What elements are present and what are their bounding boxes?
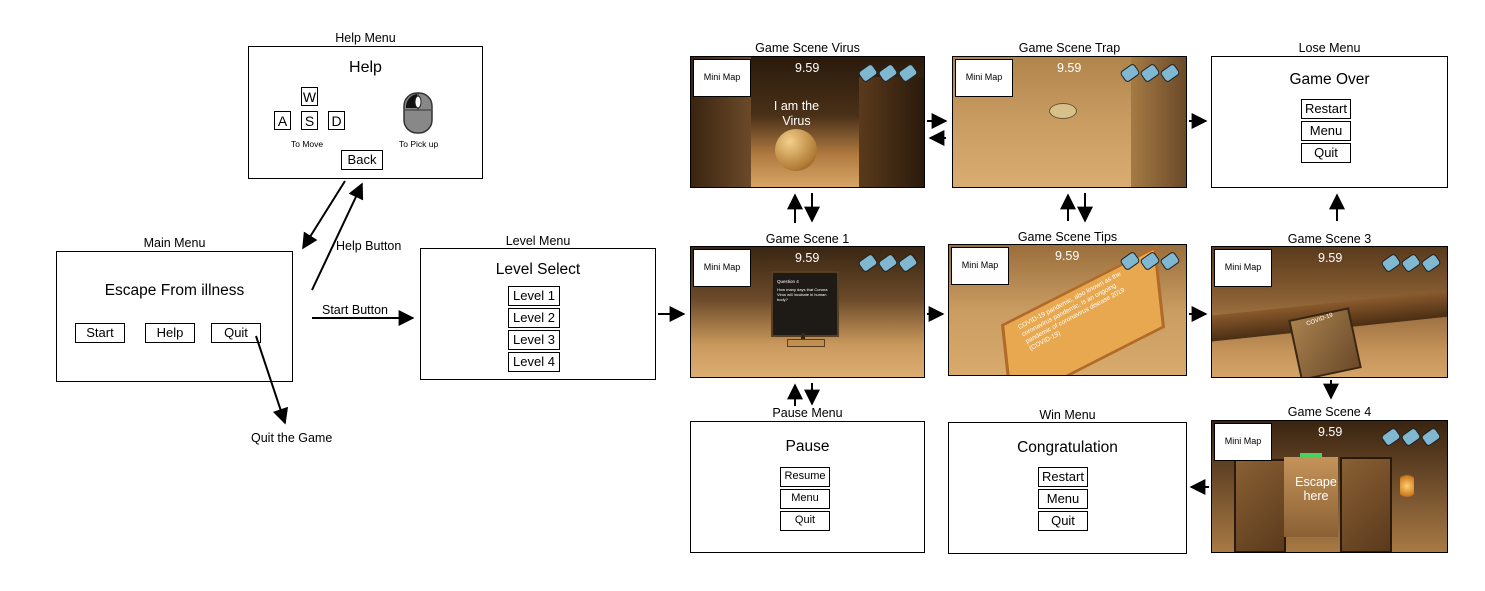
minimap-tips: Mini Map <box>951 247 1009 285</box>
lose-quit-button[interactable]: Quit <box>1301 143 1351 163</box>
pause-menu-panel: Pause Resume Menu Quit <box>690 421 925 553</box>
pause-menu-button[interactable]: Menu <box>780 489 830 509</box>
scene-trap-caption: Game Scene Trap <box>1018 41 1121 55</box>
mask-lives-icon <box>858 254 918 272</box>
timer-scene-3: 9.59 <box>1318 251 1343 265</box>
level-1-button[interactable]: Level 1 <box>508 286 560 306</box>
mask-lives-icon <box>1381 428 1441 446</box>
lose-menu-panel: Game Over Restart Menu Quit <box>1211 56 1448 188</box>
pickup-label: To Pick up <box>399 139 439 149</box>
back-button[interactable]: Back <box>341 150 383 170</box>
minimap-scene-1: Mini Map <box>693 249 751 287</box>
main-menu-panel: Escape From illness Start Help Quit <box>56 251 293 382</box>
help-button[interactable]: Help <box>145 323 195 343</box>
quit-game-label: Quit the Game <box>251 431 333 445</box>
level-menu-panel: Level Select Level 1 Level 2 Level 3 Lev… <box>420 248 656 380</box>
quit-button[interactable]: Quit <box>211 323 261 343</box>
escape-overlay-text: Escape here <box>1295 475 1337 503</box>
minimap-trap: Mini Map <box>955 59 1013 97</box>
win-menu-button[interactable]: Menu <box>1038 489 1088 509</box>
game-over-title: Game Over <box>1289 71 1370 88</box>
start-button-edge-label: Start Button <box>322 303 389 317</box>
mask-lives-icon <box>1381 254 1441 272</box>
win-menu-panel: Congratulation Restart Menu Quit <box>948 422 1187 554</box>
question-body: How many days that Corona Virus will inc… <box>777 287 828 302</box>
win-quit-button[interactable]: Quit <box>1038 511 1088 531</box>
help-button-edge-label: Help Button <box>336 239 402 253</box>
arrow-quit-to-exit <box>255 335 289 425</box>
minimap-virus: Mini Map <box>693 59 751 97</box>
minimap-scene-3: Mini Map <box>1214 249 1272 287</box>
main-menu-title: Escape From illness <box>104 282 245 299</box>
mouse-icon <box>403 92 433 134</box>
minimap-scene-4: Mini Map <box>1214 423 1272 461</box>
scene-4-caption: Game Scene 4 <box>1287 405 1372 419</box>
scene-virus-screenshot: Mini Map 9.59 I am the Virus <box>690 56 925 188</box>
scene-4-screenshot: Escape here Mini Map 9.59 <box>1211 420 1448 553</box>
mask-lives-icon <box>1120 252 1180 270</box>
timer-trap: 9.59 <box>1057 61 1082 75</box>
pause-menu-caption: Pause Menu <box>772 406 843 420</box>
level-select-title: Level Select <box>495 261 581 278</box>
pause-quit-button[interactable]: Quit <box>780 511 830 531</box>
lose-menu-button[interactable]: Menu <box>1301 121 1351 141</box>
mask-lives-icon <box>858 64 918 82</box>
mask-lives-icon <box>1120 64 1180 82</box>
help-title: Help <box>349 59 382 76</box>
scene-trap-screenshot: Mini Map 9.59 <box>952 56 1187 188</box>
scene-3-screenshot: COVID-19 Mini Map 9.59 <box>1211 246 1448 378</box>
start-button[interactable]: Start <box>75 323 125 343</box>
resume-button[interactable]: Resume <box>780 467 830 487</box>
key-a: A <box>274 111 291 130</box>
question-title: Question 4 <box>777 279 799 284</box>
level-menu-caption: Level Menu <box>505 234 571 248</box>
timer-scene-4: 9.59 <box>1318 425 1343 439</box>
timer-tips: 9.59 <box>1055 249 1080 263</box>
win-restart-button[interactable]: Restart <box>1038 467 1088 487</box>
scene-tips-caption: Game Scene Tips <box>1017 230 1118 244</box>
move-label: To Move <box>291 139 324 149</box>
timer-virus: 9.59 <box>795 61 820 75</box>
congratulation-title: Congratulation <box>1017 439 1118 456</box>
arrow-help-to-main <box>302 180 346 250</box>
help-menu-caption: Help Menu <box>335 31 396 45</box>
scene-1-screenshot: Question 4 How many days that Corona Vir… <box>690 246 925 378</box>
virus-overlay-text: I am the Virus <box>773 99 820 128</box>
key-w: W <box>301 87 318 106</box>
timer-scene-1: 9.59 <box>795 251 820 265</box>
lose-restart-button[interactable]: Restart <box>1301 99 1351 119</box>
help-menu-panel: Help W A S D To Move To Pick up Back <box>248 46 483 179</box>
win-menu-caption: Win Menu <box>1039 408 1096 422</box>
level-3-button[interactable]: Level 3 <box>508 330 560 350</box>
key-s: S <box>301 111 318 130</box>
scene-1-caption: Game Scene 1 <box>765 232 850 246</box>
level-4-button[interactable]: Level 4 <box>508 352 560 372</box>
lose-menu-caption: Lose Menu <box>1298 41 1361 55</box>
scene-virus-caption: Game Scene Virus <box>755 41 860 55</box>
key-d: D <box>328 111 345 130</box>
main-menu-caption: Main Menu <box>143 236 206 250</box>
pause-title: Pause <box>785 438 830 455</box>
arrow-main-to-help <box>311 182 364 291</box>
scene-3-caption: Game Scene 3 <box>1287 232 1372 246</box>
scene-tips-screenshot: COVID-19 pandemic, also known as the cor… <box>948 244 1187 376</box>
level-2-button[interactable]: Level 2 <box>508 308 560 328</box>
